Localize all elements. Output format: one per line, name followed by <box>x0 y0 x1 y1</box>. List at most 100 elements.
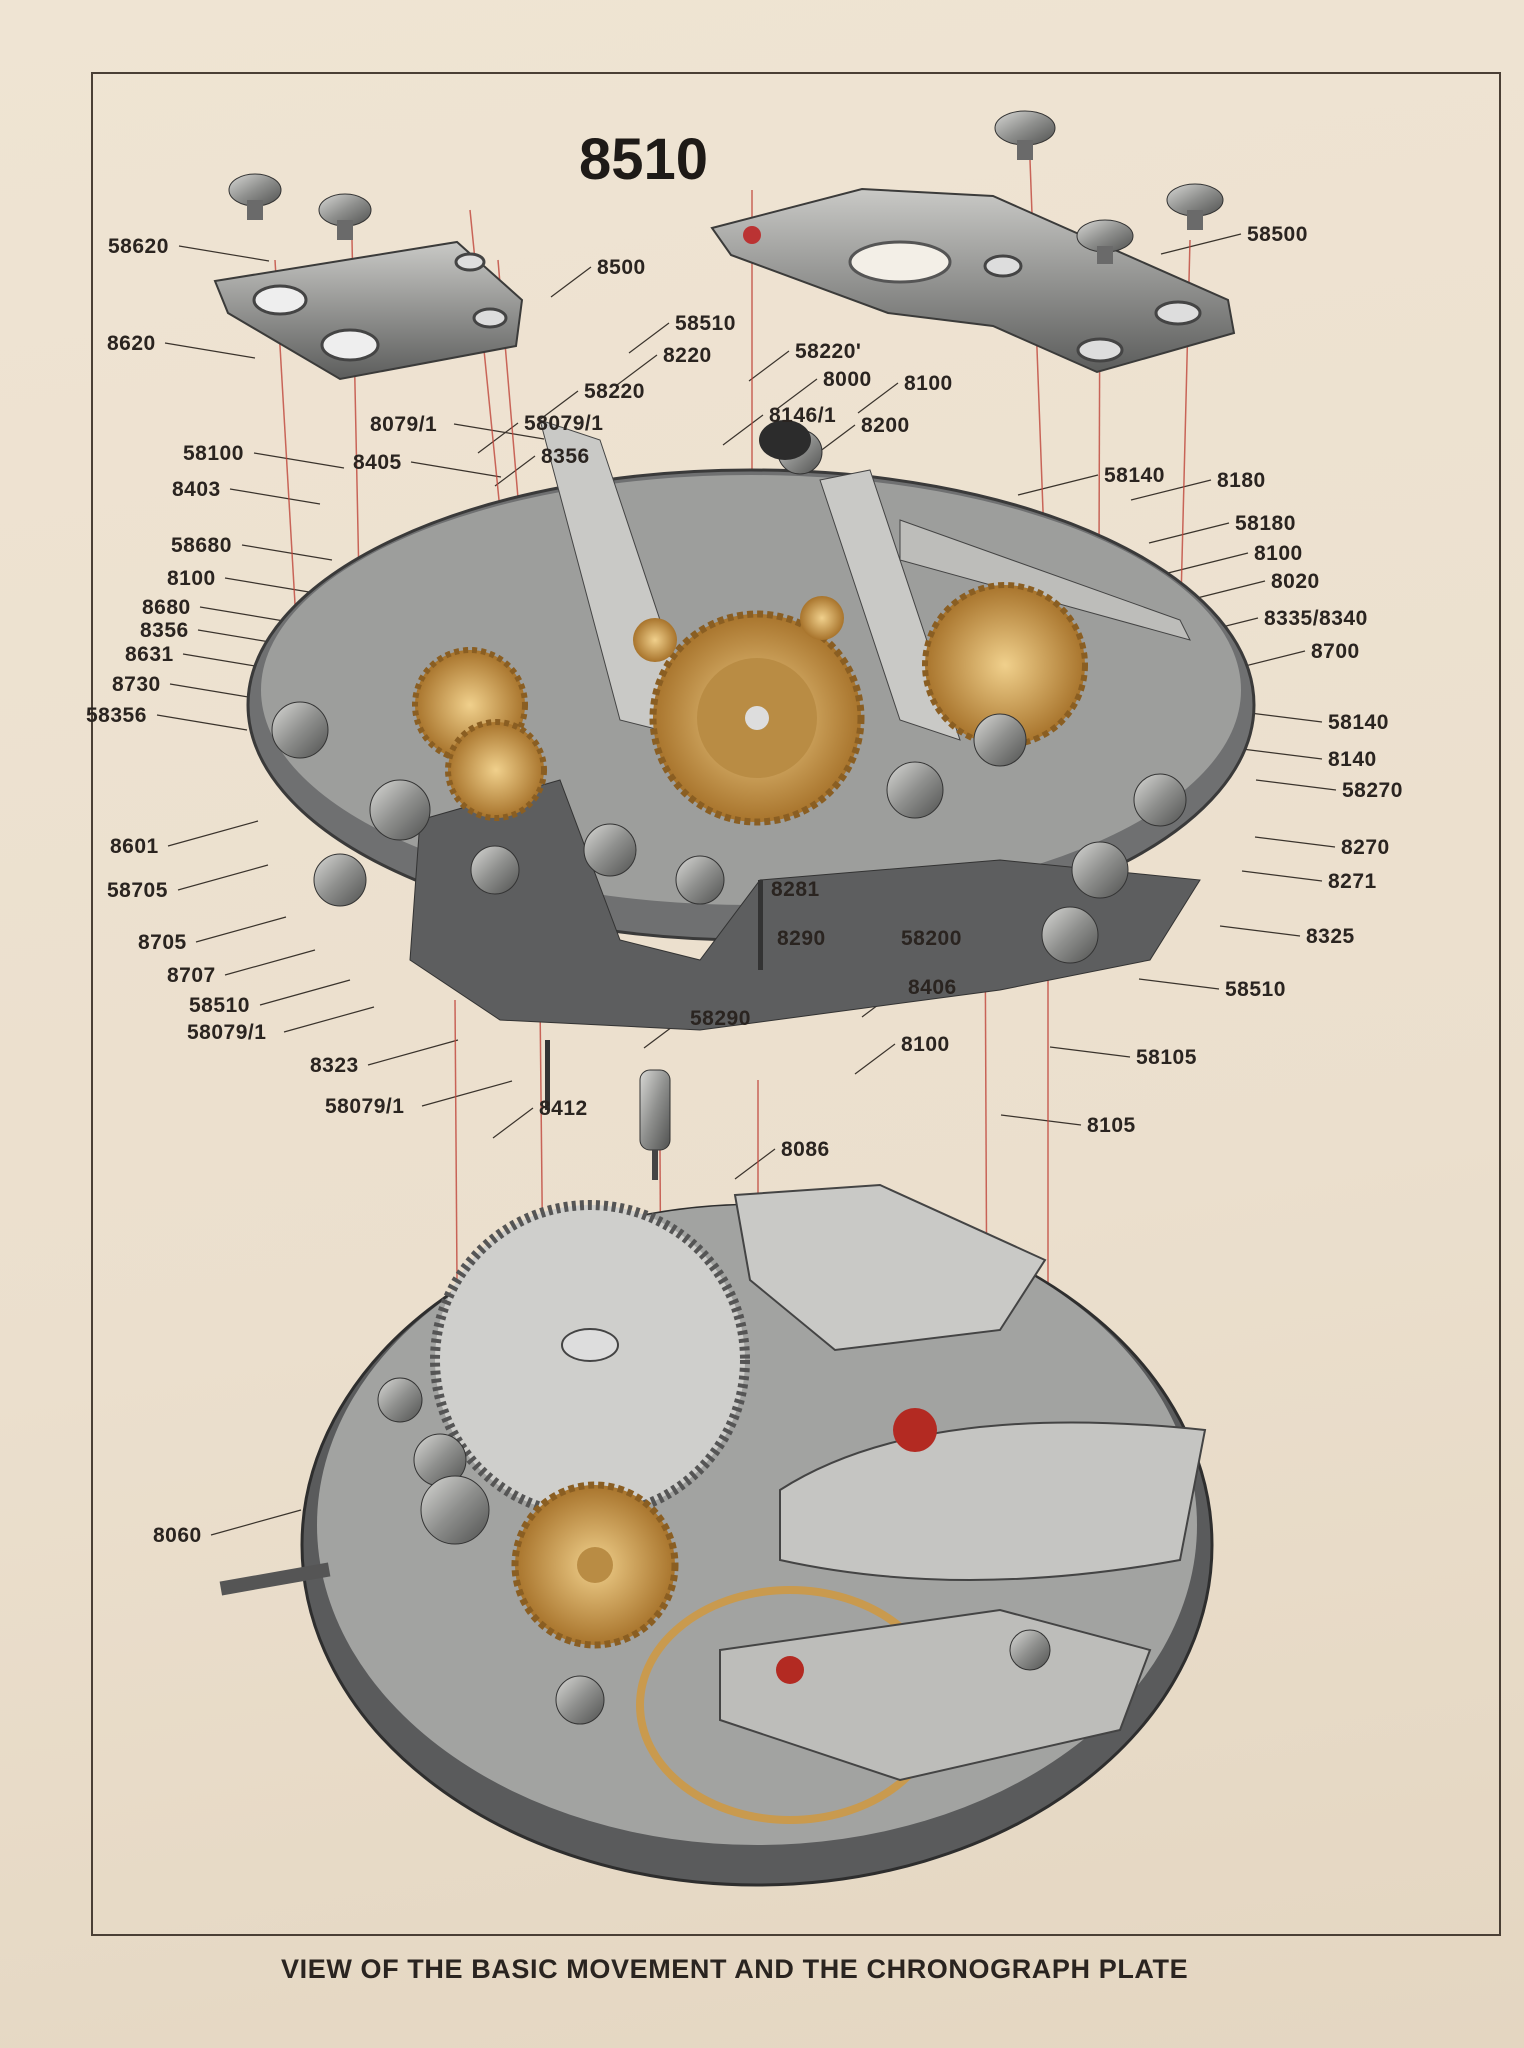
part-label: 8271 <box>1328 870 1377 893</box>
leader-line <box>1160 233 1242 255</box>
leader-line <box>854 1043 896 1075</box>
part-label: 58200 <box>901 927 962 950</box>
leader-line <box>628 322 670 354</box>
part-label: 58620 <box>108 235 169 258</box>
part-label: 8356 <box>541 445 590 468</box>
part-label: 8730 <box>112 673 161 696</box>
part-label: 8086 <box>781 1138 830 1161</box>
part-label: 8100 <box>167 567 216 590</box>
plate-8620 <box>213 240 524 381</box>
part-label: 58510 <box>675 312 736 335</box>
part-label: 8100 <box>1254 542 1303 565</box>
leader-line <box>229 488 321 505</box>
leader-line <box>1130 479 1212 501</box>
part-label: 58180 <box>1235 512 1296 535</box>
screw-58620-b <box>318 193 372 240</box>
part-label: 8000 <box>823 368 872 391</box>
part-label: 8290 <box>777 927 826 950</box>
leader-line <box>1167 552 1249 574</box>
leader-line <box>177 864 269 891</box>
leader-line <box>410 461 502 478</box>
leader-line <box>167 820 259 847</box>
leader-line <box>1241 748 1323 760</box>
part-label: 8020 <box>1271 570 1320 593</box>
part-label: 58140 <box>1104 464 1165 487</box>
leader-line <box>748 350 790 382</box>
leader-line <box>1241 870 1323 882</box>
part-label: 8220 <box>663 344 712 367</box>
part-label: 58510 <box>1225 978 1286 1001</box>
leader-line <box>734 1148 776 1180</box>
part-label: 58105 <box>1136 1046 1197 1069</box>
part-label: 8680 <box>142 596 191 619</box>
leader-line <box>722 414 764 446</box>
screw-58620 <box>228 173 282 220</box>
leader-line <box>1138 978 1220 990</box>
leader-line <box>616 354 658 386</box>
part-label: 8146/1 <box>769 404 837 427</box>
screw-8146-1 <box>759 420 811 460</box>
figure-caption: VIEW OF THE BASIC MOVEMENT AND THE CHRON… <box>281 1954 1189 1984</box>
part-label: 58220 <box>584 380 645 403</box>
part-label: 8500 <box>597 256 646 279</box>
part-label: 8631 <box>125 643 174 666</box>
rotor-bridge <box>779 1421 1207 1581</box>
part-label: 58500 <box>1247 223 1308 246</box>
leader-line <box>1000 1114 1082 1126</box>
leader-line <box>857 382 899 414</box>
part-label: 58079/1 <box>524 412 604 435</box>
part-label: 8325 <box>1306 925 1355 948</box>
gears-chronograph <box>412 582 1088 826</box>
leader-line <box>195 916 287 943</box>
leader-line <box>178 245 270 262</box>
part-label: 58510 <box>189 994 250 1017</box>
leader-lines <box>156 233 1337 1536</box>
leader-line <box>224 577 316 594</box>
part-label: 8356 <box>140 619 189 642</box>
caliber-title: 8510 <box>579 127 709 192</box>
part-label: 8406 <box>908 976 957 999</box>
leader-line <box>241 544 333 561</box>
part-label: 58680 <box>171 534 232 557</box>
part-label: 8100 <box>901 1033 950 1056</box>
part-label: 58356 <box>86 704 147 727</box>
part-label: 8200 <box>861 414 910 437</box>
leader-line <box>1148 522 1230 544</box>
part-label: 8403 <box>172 478 221 501</box>
leader-line <box>367 1039 459 1066</box>
part-label: 8270 <box>1341 836 1390 859</box>
leader-line <box>537 390 579 422</box>
screw-58500-b <box>1166 183 1224 230</box>
leader-line <box>1017 474 1099 496</box>
part-label: 8140 <box>1328 748 1377 771</box>
part-label: 58270 <box>1342 779 1403 802</box>
part-label: 8060 <box>153 1524 202 1547</box>
leader-line <box>1049 1046 1131 1058</box>
leader-line <box>1241 711 1323 723</box>
leader-line <box>253 452 345 469</box>
winding-stem <box>219 1562 331 1596</box>
part-8086 <box>639 1069 671 1180</box>
part-label: 8180 <box>1217 469 1266 492</box>
leader-line <box>477 422 519 454</box>
leader-line <box>492 1107 534 1139</box>
leader-line <box>1255 779 1337 791</box>
leader-line <box>224 949 316 976</box>
part-label: 8323 <box>310 1054 359 1077</box>
part-label: 8405 <box>353 451 402 474</box>
leader-line <box>156 714 248 731</box>
leader-line <box>164 342 256 359</box>
part-label: 8412 <box>539 1097 588 1120</box>
part-label: 58140 <box>1328 711 1389 734</box>
leader-line <box>776 378 818 410</box>
part-label: 8705 <box>138 931 187 954</box>
part-label: 58079/1 <box>187 1021 267 1044</box>
part-label: 58100 <box>183 442 244 465</box>
leader-line <box>169 683 261 700</box>
part-label: 8105 <box>1087 1114 1136 1137</box>
part-label: 58290 <box>690 1007 751 1030</box>
part-label: 58079/1 <box>325 1095 405 1118</box>
part-label: 58705 <box>107 879 168 902</box>
leader-line <box>283 1006 375 1033</box>
